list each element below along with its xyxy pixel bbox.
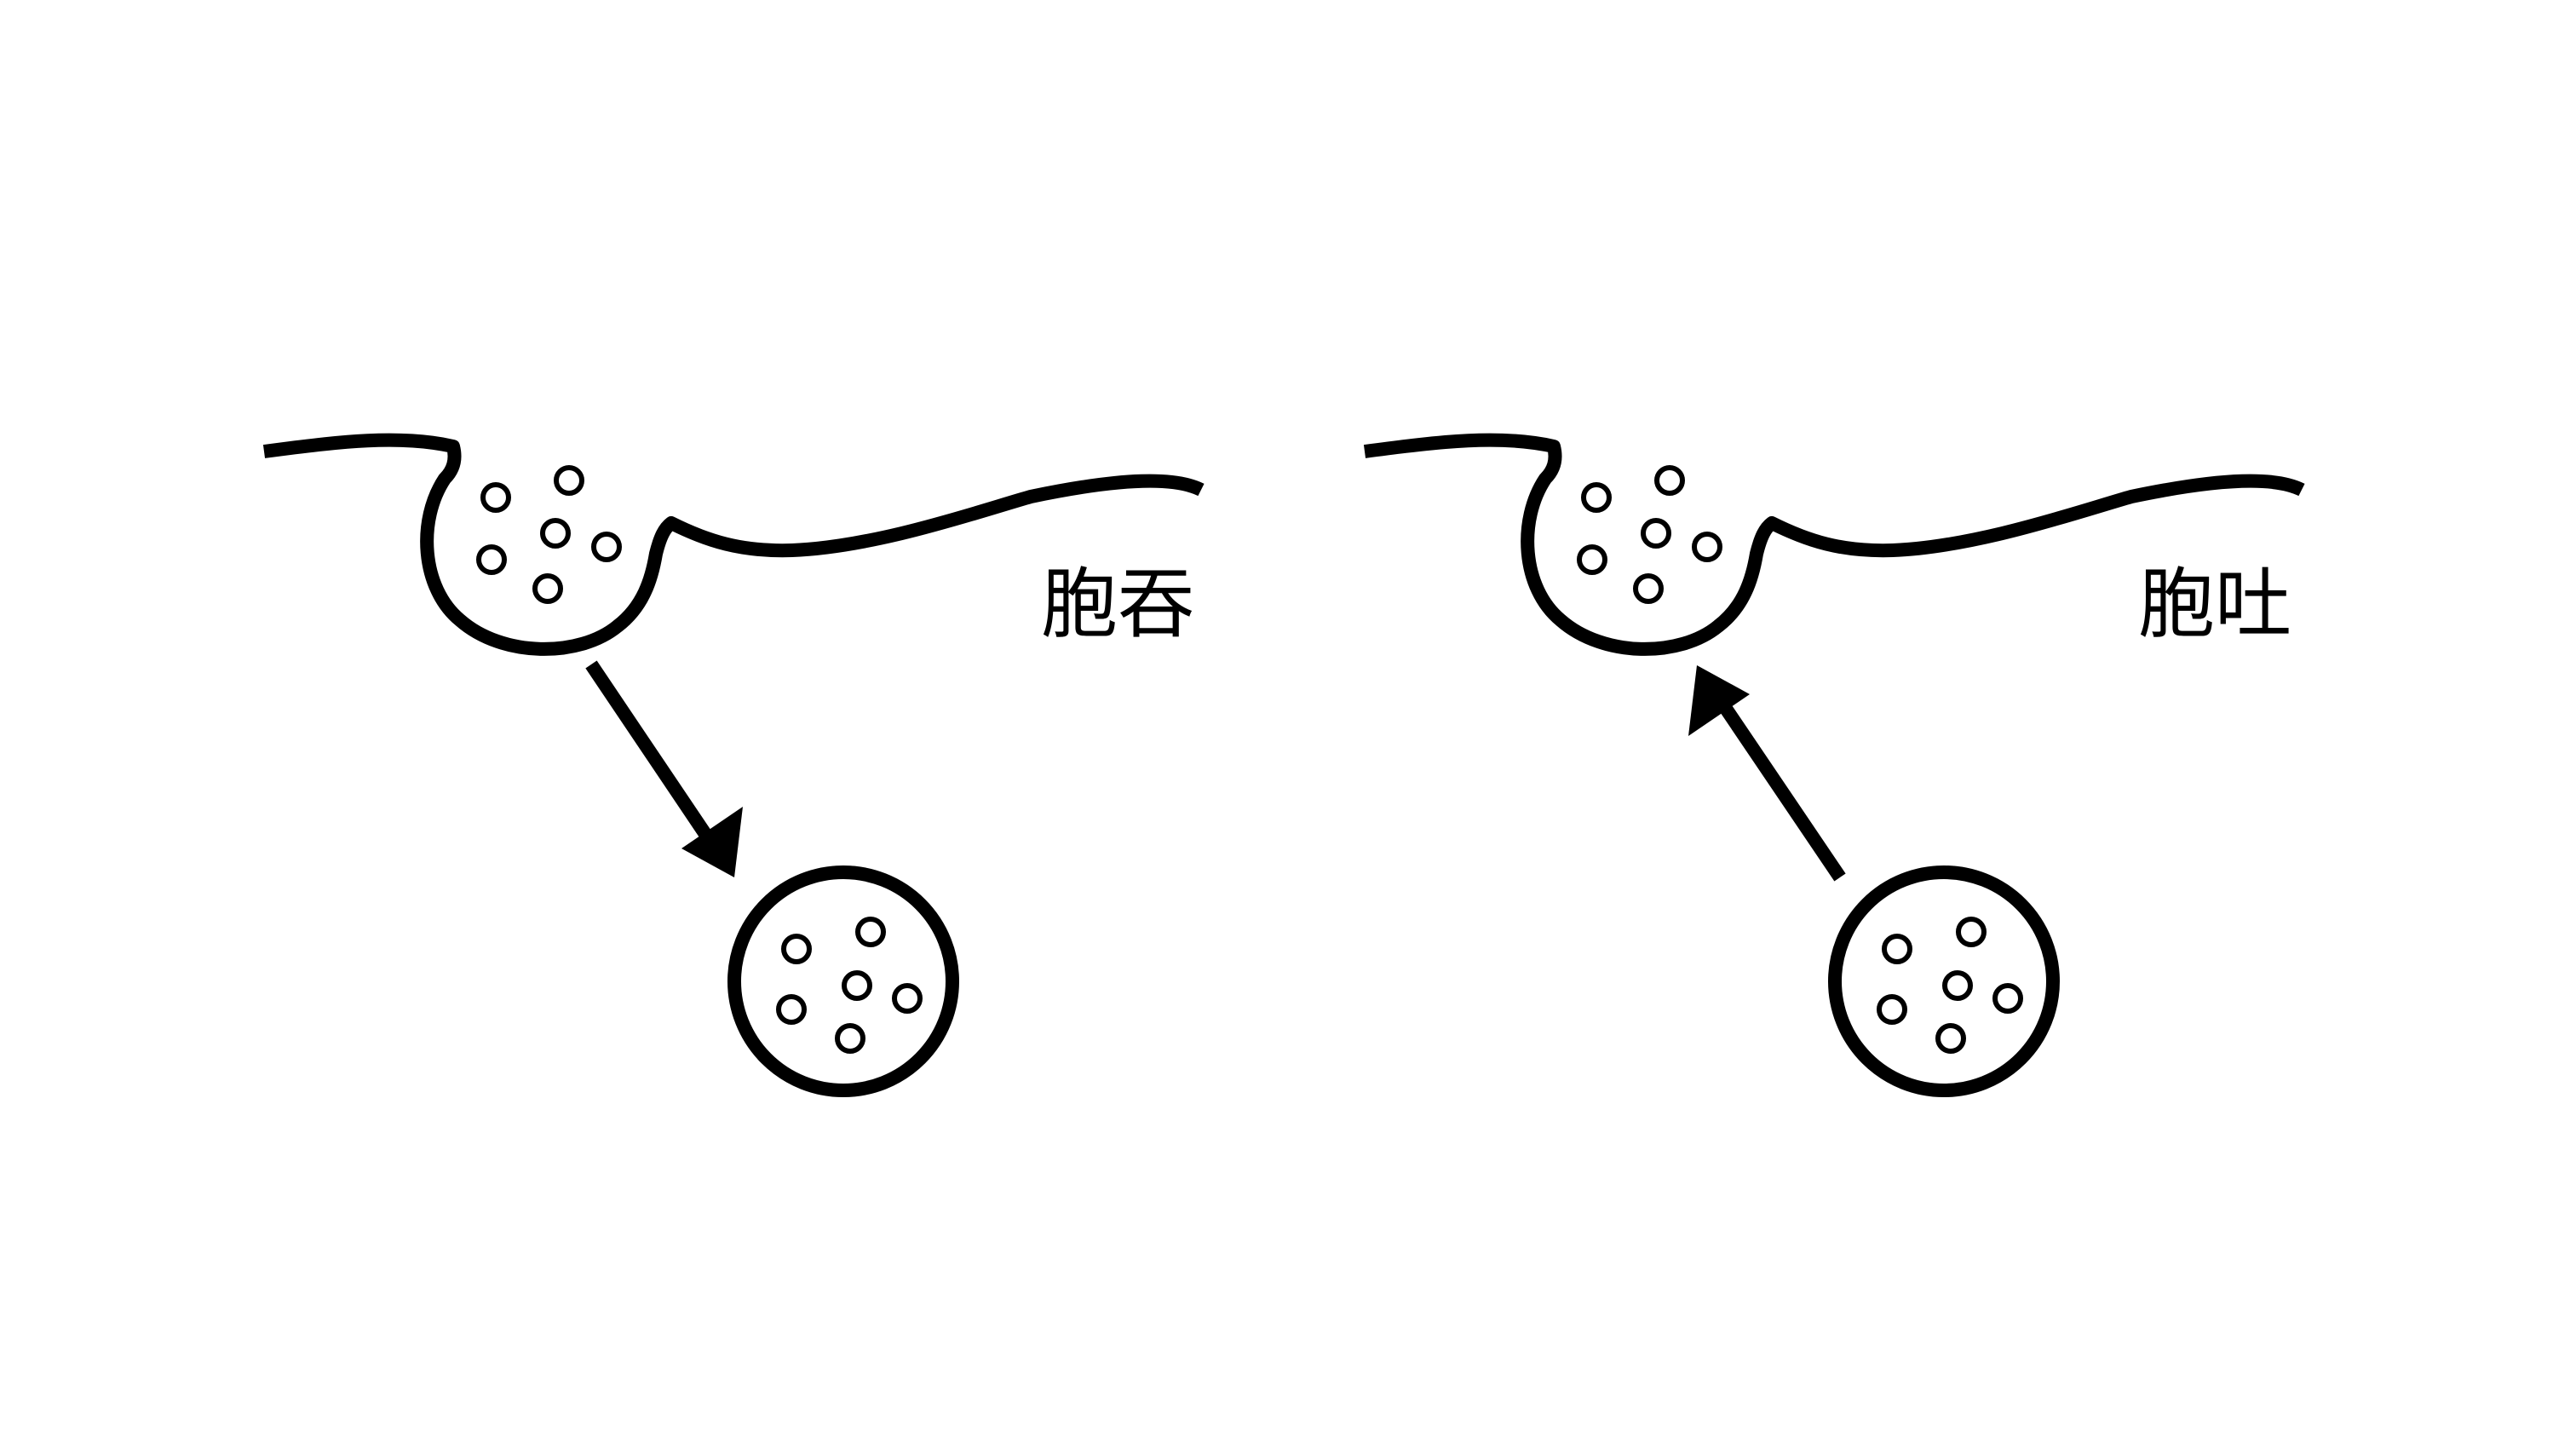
endocytosis-vesicle xyxy=(727,865,959,1097)
particle xyxy=(781,934,812,964)
particle xyxy=(1577,544,1607,575)
endocytosis-label: 胞吞 xyxy=(1041,560,1194,649)
particle xyxy=(842,970,872,1001)
exocytosis-membrane xyxy=(1363,433,2305,656)
vesicle-membrane xyxy=(1828,865,2060,1097)
arrow-head xyxy=(1688,665,1750,736)
particle xyxy=(1942,970,1973,1001)
arrow-shaft xyxy=(585,660,720,851)
particle xyxy=(776,994,807,1025)
particle xyxy=(1956,917,1987,947)
particle xyxy=(1633,573,1664,604)
exocytosis-panel xyxy=(1363,433,2305,1097)
endocytosis-panel xyxy=(262,433,1205,1097)
particle xyxy=(476,544,507,575)
arrow-head xyxy=(681,807,743,877)
particle xyxy=(1692,532,1722,562)
particle xyxy=(1641,518,1671,549)
arrow-shaft xyxy=(1711,692,1846,882)
vesicle-membrane xyxy=(727,865,959,1097)
exocytosis-particles xyxy=(1577,465,1722,604)
endocytosis-particles xyxy=(476,465,622,604)
particle xyxy=(532,573,563,604)
exocytosis-vesicle xyxy=(1828,865,2060,1097)
particle xyxy=(1935,1023,1966,1054)
particle xyxy=(554,465,584,496)
particle xyxy=(591,532,622,562)
endocytosis-arrow xyxy=(585,660,743,877)
particle xyxy=(1882,934,1912,964)
particle xyxy=(1581,482,1612,513)
particle xyxy=(892,983,923,1014)
particle xyxy=(835,1023,865,1054)
particle xyxy=(480,482,511,513)
particle xyxy=(1654,465,1685,496)
exocytosis-arrow xyxy=(1688,665,1846,882)
endocytosis-membrane xyxy=(262,433,1205,656)
particle xyxy=(1992,983,2023,1014)
particle xyxy=(855,917,886,947)
exocytosis-label: 胞吐 xyxy=(2138,560,2291,649)
particle xyxy=(540,518,571,549)
particle xyxy=(1877,994,1907,1025)
